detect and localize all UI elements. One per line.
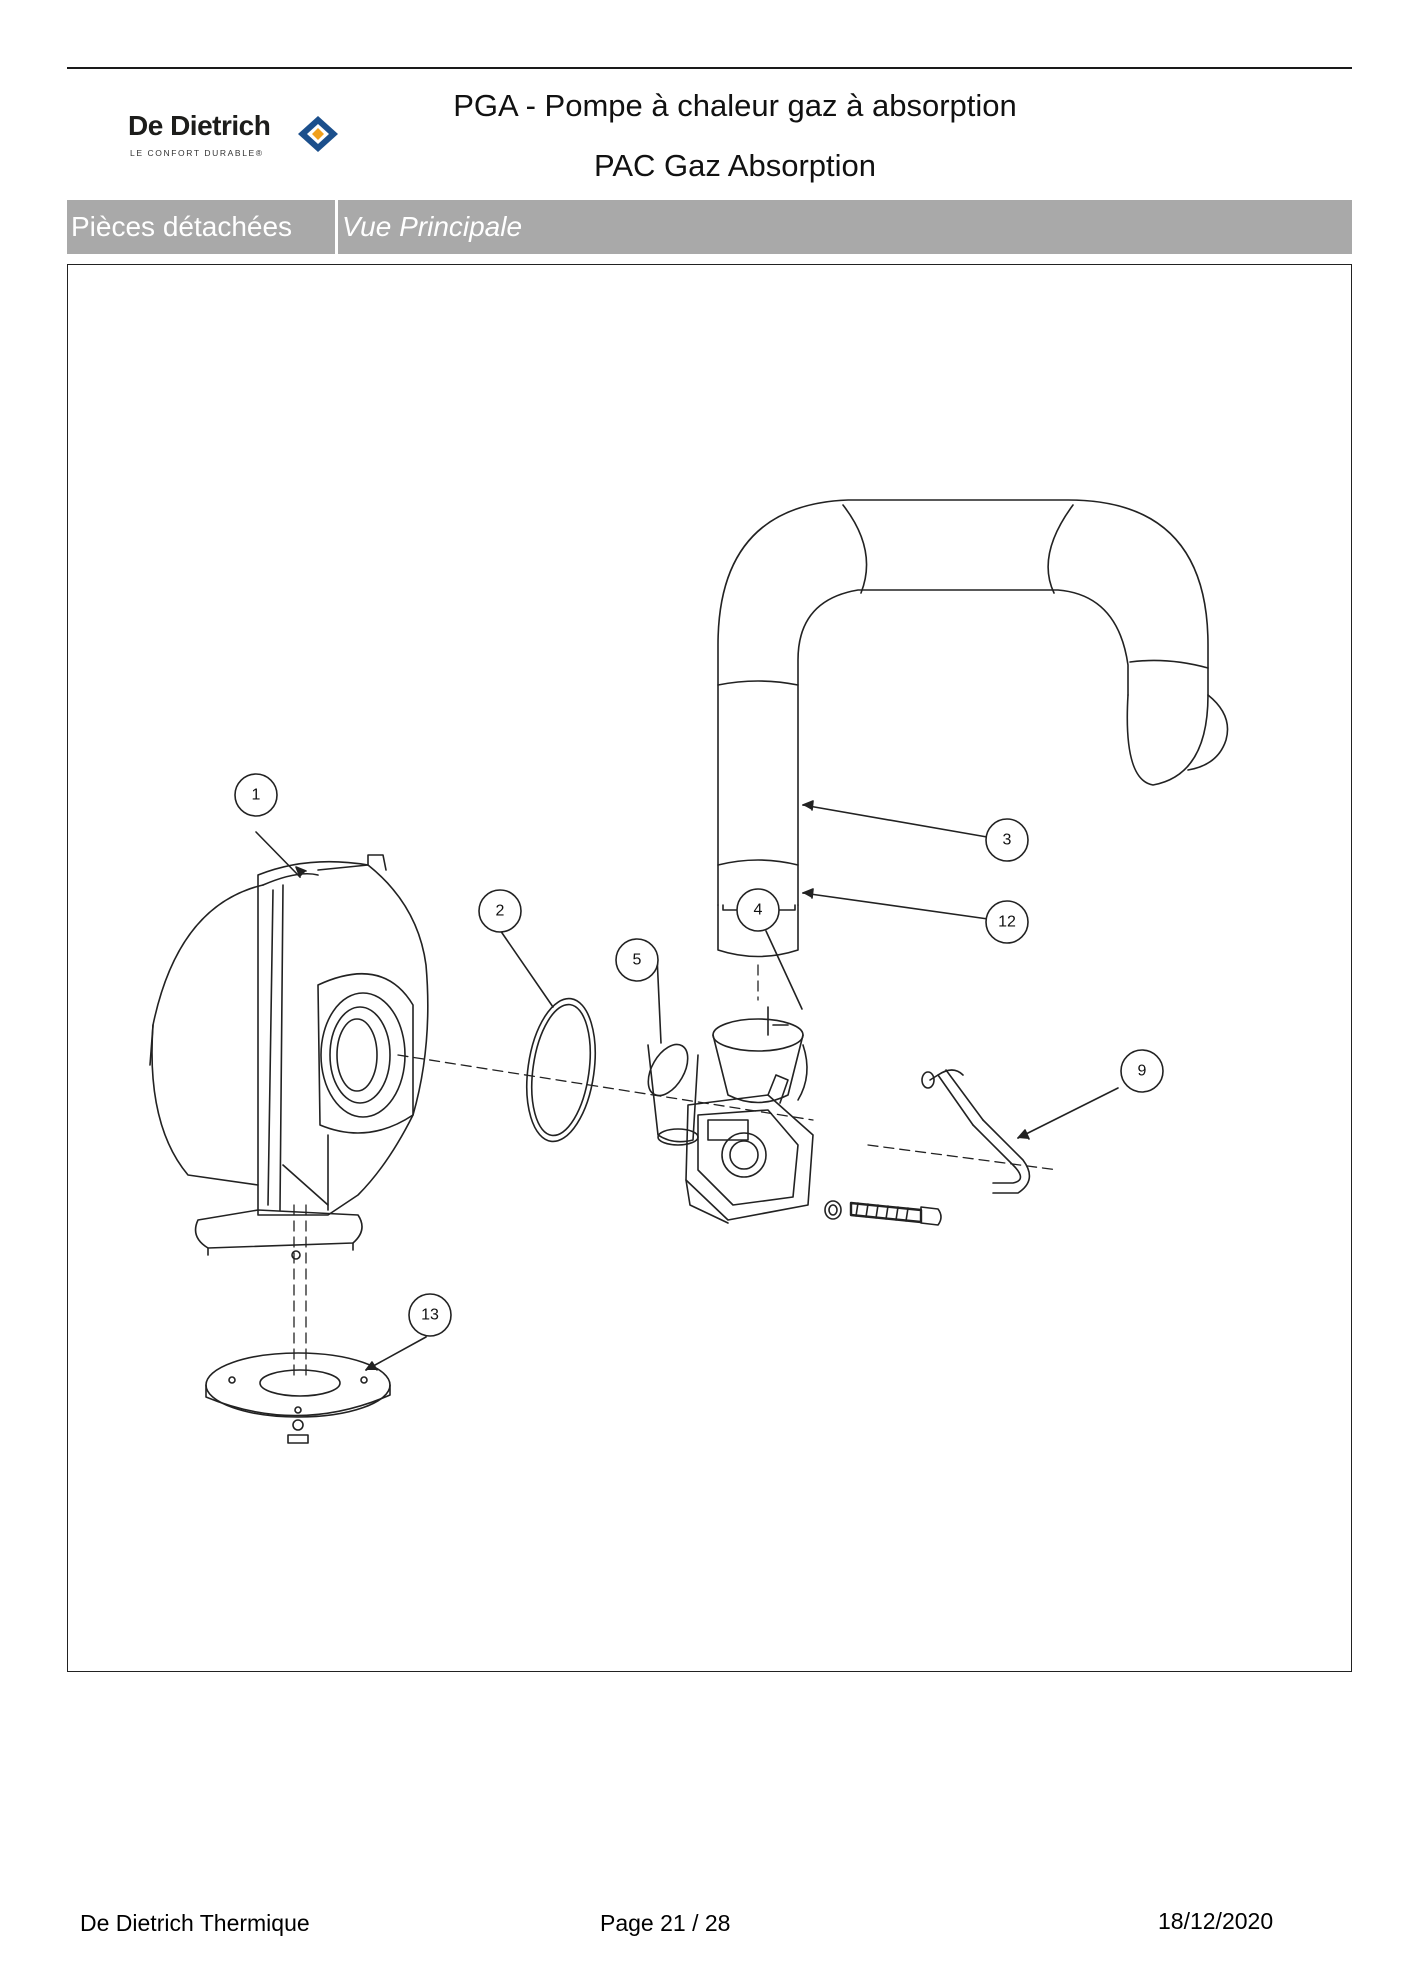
svg-text:3: 3 [1003,832,1012,849]
callout-3: 3 [985,818,1029,862]
section-category: Pièces détachées [71,211,293,242]
exploded-view-drawing: 1 2 3 4 5 9 12 13 [149,499,1229,1444]
callout-5: 5 [615,938,659,982]
adapter-ring-part [647,1043,699,1146]
section-bar: Pièces détachées Vue Principale [67,200,1352,254]
section-view: Vue Principale [342,211,523,242]
svg-text:2: 2 [496,903,505,920]
fan-housing-part [149,854,429,1260]
brand-logo: De Dietrich LE CONFORT DURABLE® [128,110,348,170]
base-gasket-part [205,1352,391,1444]
gas-valve-part [685,1006,814,1224]
callout-2: 2 [478,889,522,933]
svg-text:12: 12 [998,914,1016,931]
callout-13: 13 [408,1293,452,1337]
pressure-tube-part [921,1069,1031,1194]
callout-1: 1 [234,773,278,817]
document-subtitle: PAC Gaz Absorption [593,148,876,183]
section-separator [335,200,338,254]
flue-pipe-part [717,499,1229,958]
callout-4: 4 [736,888,780,932]
brand-name: De Dietrich [128,110,271,141]
svg-text:13: 13 [421,1307,439,1324]
footer-page-number: Page 21 / 28 [600,1910,731,1936]
diamond-logo-icon [298,116,338,152]
footer-company: De Dietrich Thermique [80,1910,310,1936]
svg-text:1: 1 [252,787,261,804]
callout-leaders [255,800,1119,1371]
document-title: PGA - Pompe à chaleur gaz à absorption [453,88,1017,123]
callout-12: 12 [985,900,1029,944]
brand-tagline: LE CONFORT DURABLE® [130,148,264,158]
callout-9: 9 [1120,1049,1164,1093]
footer-date: 18/12/2020 [1158,1908,1274,1934]
svg-text:9: 9 [1138,1063,1147,1080]
screw-part [824,1200,942,1226]
o-ring-part [526,997,596,1143]
svg-text:4: 4 [754,902,763,919]
header-rule [67,67,1352,69]
svg-text:5: 5 [633,952,642,969]
exploded-view-frame: 1 2 3 4 5 9 12 13 [67,264,1352,1672]
